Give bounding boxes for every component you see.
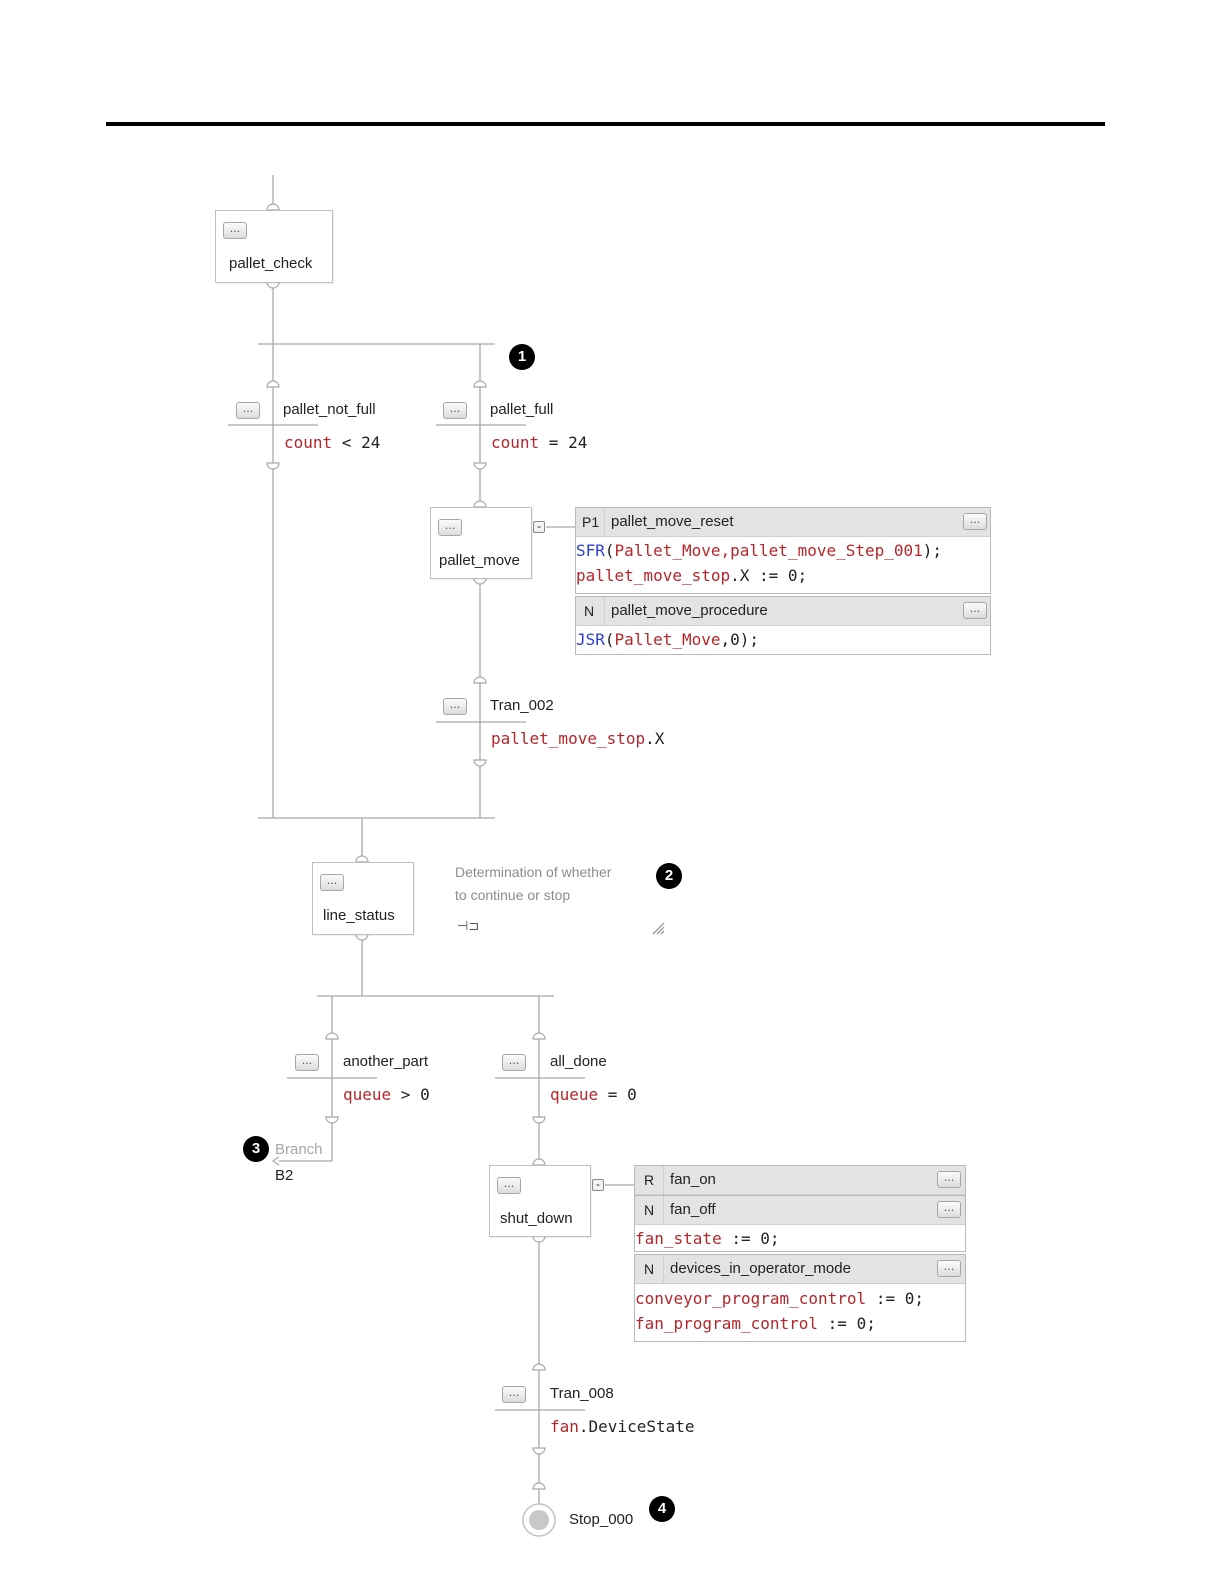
step-line-status-label: line_status xyxy=(323,907,395,924)
action-fan-off-button[interactable]: ... xyxy=(937,1201,961,1218)
action-name: devices_in_operator_mode xyxy=(670,1260,851,1277)
comment-line-1: Determination of whether xyxy=(455,864,612,880)
action-name: fan_off xyxy=(670,1201,716,1218)
step-line-status[interactable]: ... line_status xyxy=(312,862,414,935)
action-devices-in-operator-mode-button[interactable]: ... xyxy=(937,1260,961,1277)
callout-badge-2: 2 xyxy=(656,863,682,889)
step-line-status-button[interactable]: ... xyxy=(320,874,344,891)
transition-another-part-button[interactable]: ... xyxy=(295,1054,319,1071)
action-devices-line2[interactable]: fan_program_control := 0; xyxy=(635,1314,876,1333)
branch-label: Branch xyxy=(275,1141,323,1158)
action-name: pallet_move_procedure xyxy=(611,602,768,619)
comment-text[interactable]: Determination of whether to continue or … xyxy=(455,861,611,907)
branch-target[interactable]: B2 xyxy=(275,1167,294,1184)
action-qualifier: R xyxy=(644,1172,655,1188)
transition-pallet-full-button[interactable]: ... xyxy=(443,402,467,419)
transition-pallet-not-full-expression[interactable]: count < 24 xyxy=(284,433,381,452)
action-fan-on[interactable]: R fan_on ... xyxy=(634,1165,966,1196)
callout-badge-4: 4 xyxy=(649,1496,675,1522)
step-shut-down-button[interactable]: ... xyxy=(497,1177,521,1194)
action-qualifier: N xyxy=(644,1202,655,1218)
action-fan-off-line1[interactable]: fan_state := 0; xyxy=(635,1229,780,1248)
action-devices-line1[interactable]: conveyor_program_control := 0; xyxy=(635,1289,924,1308)
action-pallet-move-reset-button[interactable]: ... xyxy=(963,513,987,530)
transition-tran-002-label: Tran_002 xyxy=(490,697,554,714)
action-fan-on-button[interactable]: ... xyxy=(937,1171,961,1188)
transition-all-done-expression[interactable]: queue = 0 xyxy=(550,1085,637,1104)
action-pallet-move-reset-line2[interactable]: pallet_move_stop.X := 0; xyxy=(576,566,808,585)
action-pallet-move-reset-line1[interactable]: SFR(Pallet_Move,pallet_move_Step_001); xyxy=(576,541,943,560)
transition-pallet-full-expression[interactable]: count = 24 xyxy=(491,433,588,452)
shut-down-actions-collapse-button[interactable]: - xyxy=(592,1178,604,1191)
step-pallet-check[interactable]: ... pallet_check xyxy=(215,210,333,283)
transition-pallet-full-label: pallet_full xyxy=(490,401,554,418)
step-pallet-check-label: pallet_check xyxy=(229,255,313,272)
callout-badge-1: 1 xyxy=(509,344,535,370)
action-pallet-move-procedure-line1[interactable]: JSR(Pallet_Move,0); xyxy=(576,630,760,649)
step-pallet-move-label: pallet_move xyxy=(439,552,520,569)
transition-tran-002-button[interactable]: ... xyxy=(443,698,467,715)
step-shut-down-label: shut_down xyxy=(500,1210,573,1227)
transition-all-done-button[interactable]: ... xyxy=(502,1054,526,1071)
header-rule xyxy=(106,122,1105,126)
transition-another-part-expression[interactable]: queue > 0 xyxy=(343,1085,430,1104)
action-devices-in-operator-mode[interactable]: N devices_in_operator_mode ... conveyor_… xyxy=(634,1254,966,1342)
action-pallet-move-procedure-button[interactable]: ... xyxy=(963,602,987,619)
transition-tran-008-expression[interactable]: fan.DeviceState xyxy=(550,1417,695,1436)
transition-tran-008-button[interactable]: ... xyxy=(502,1386,526,1403)
action-pallet-move-reset[interactable]: P1 pallet_move_reset ... SFR(Pallet_Move… xyxy=(575,507,991,594)
step-pallet-move-button[interactable]: ... xyxy=(438,519,462,536)
transition-tran-002-expression[interactable]: pallet_move_stop.X xyxy=(491,729,665,748)
pallet-move-actions-collapse-button[interactable]: - xyxy=(533,520,545,533)
stop-label[interactable]: Stop_000 xyxy=(569,1511,634,1528)
action-qualifier: P1 xyxy=(582,514,600,530)
callout-badge-3: 3 xyxy=(243,1136,269,1162)
transition-another-part-label: another_part xyxy=(343,1053,429,1070)
action-name: fan_on xyxy=(670,1171,716,1188)
comment-line-2: to continue or stop xyxy=(455,887,571,903)
transition-tran-008-label: Tran_008 xyxy=(550,1385,614,1402)
step-shut-down[interactable]: ... shut_down xyxy=(489,1165,591,1237)
action-qualifier: N xyxy=(584,603,595,619)
action-qualifier: N xyxy=(644,1261,655,1277)
step-pallet-move[interactable]: ... pallet_move xyxy=(430,507,532,579)
resize-grip-icon[interactable] xyxy=(651,921,665,935)
action-name: pallet_move_reset xyxy=(611,513,734,530)
transition-pallet-not-full-label: pallet_not_full xyxy=(283,401,376,418)
pin-icon[interactable]: ⊣⊐ xyxy=(457,918,480,933)
transition-all-done-label: all_done xyxy=(550,1053,607,1070)
step-pallet-check-button[interactable]: ... xyxy=(223,222,247,239)
transition-pallet-not-full-button[interactable]: ... xyxy=(236,402,260,419)
action-pallet-move-procedure[interactable]: N pallet_move_procedure ... JSR(Pallet_M… xyxy=(575,596,991,655)
action-fan-off[interactable]: N fan_off ... fan_state := 0; xyxy=(634,1195,966,1252)
